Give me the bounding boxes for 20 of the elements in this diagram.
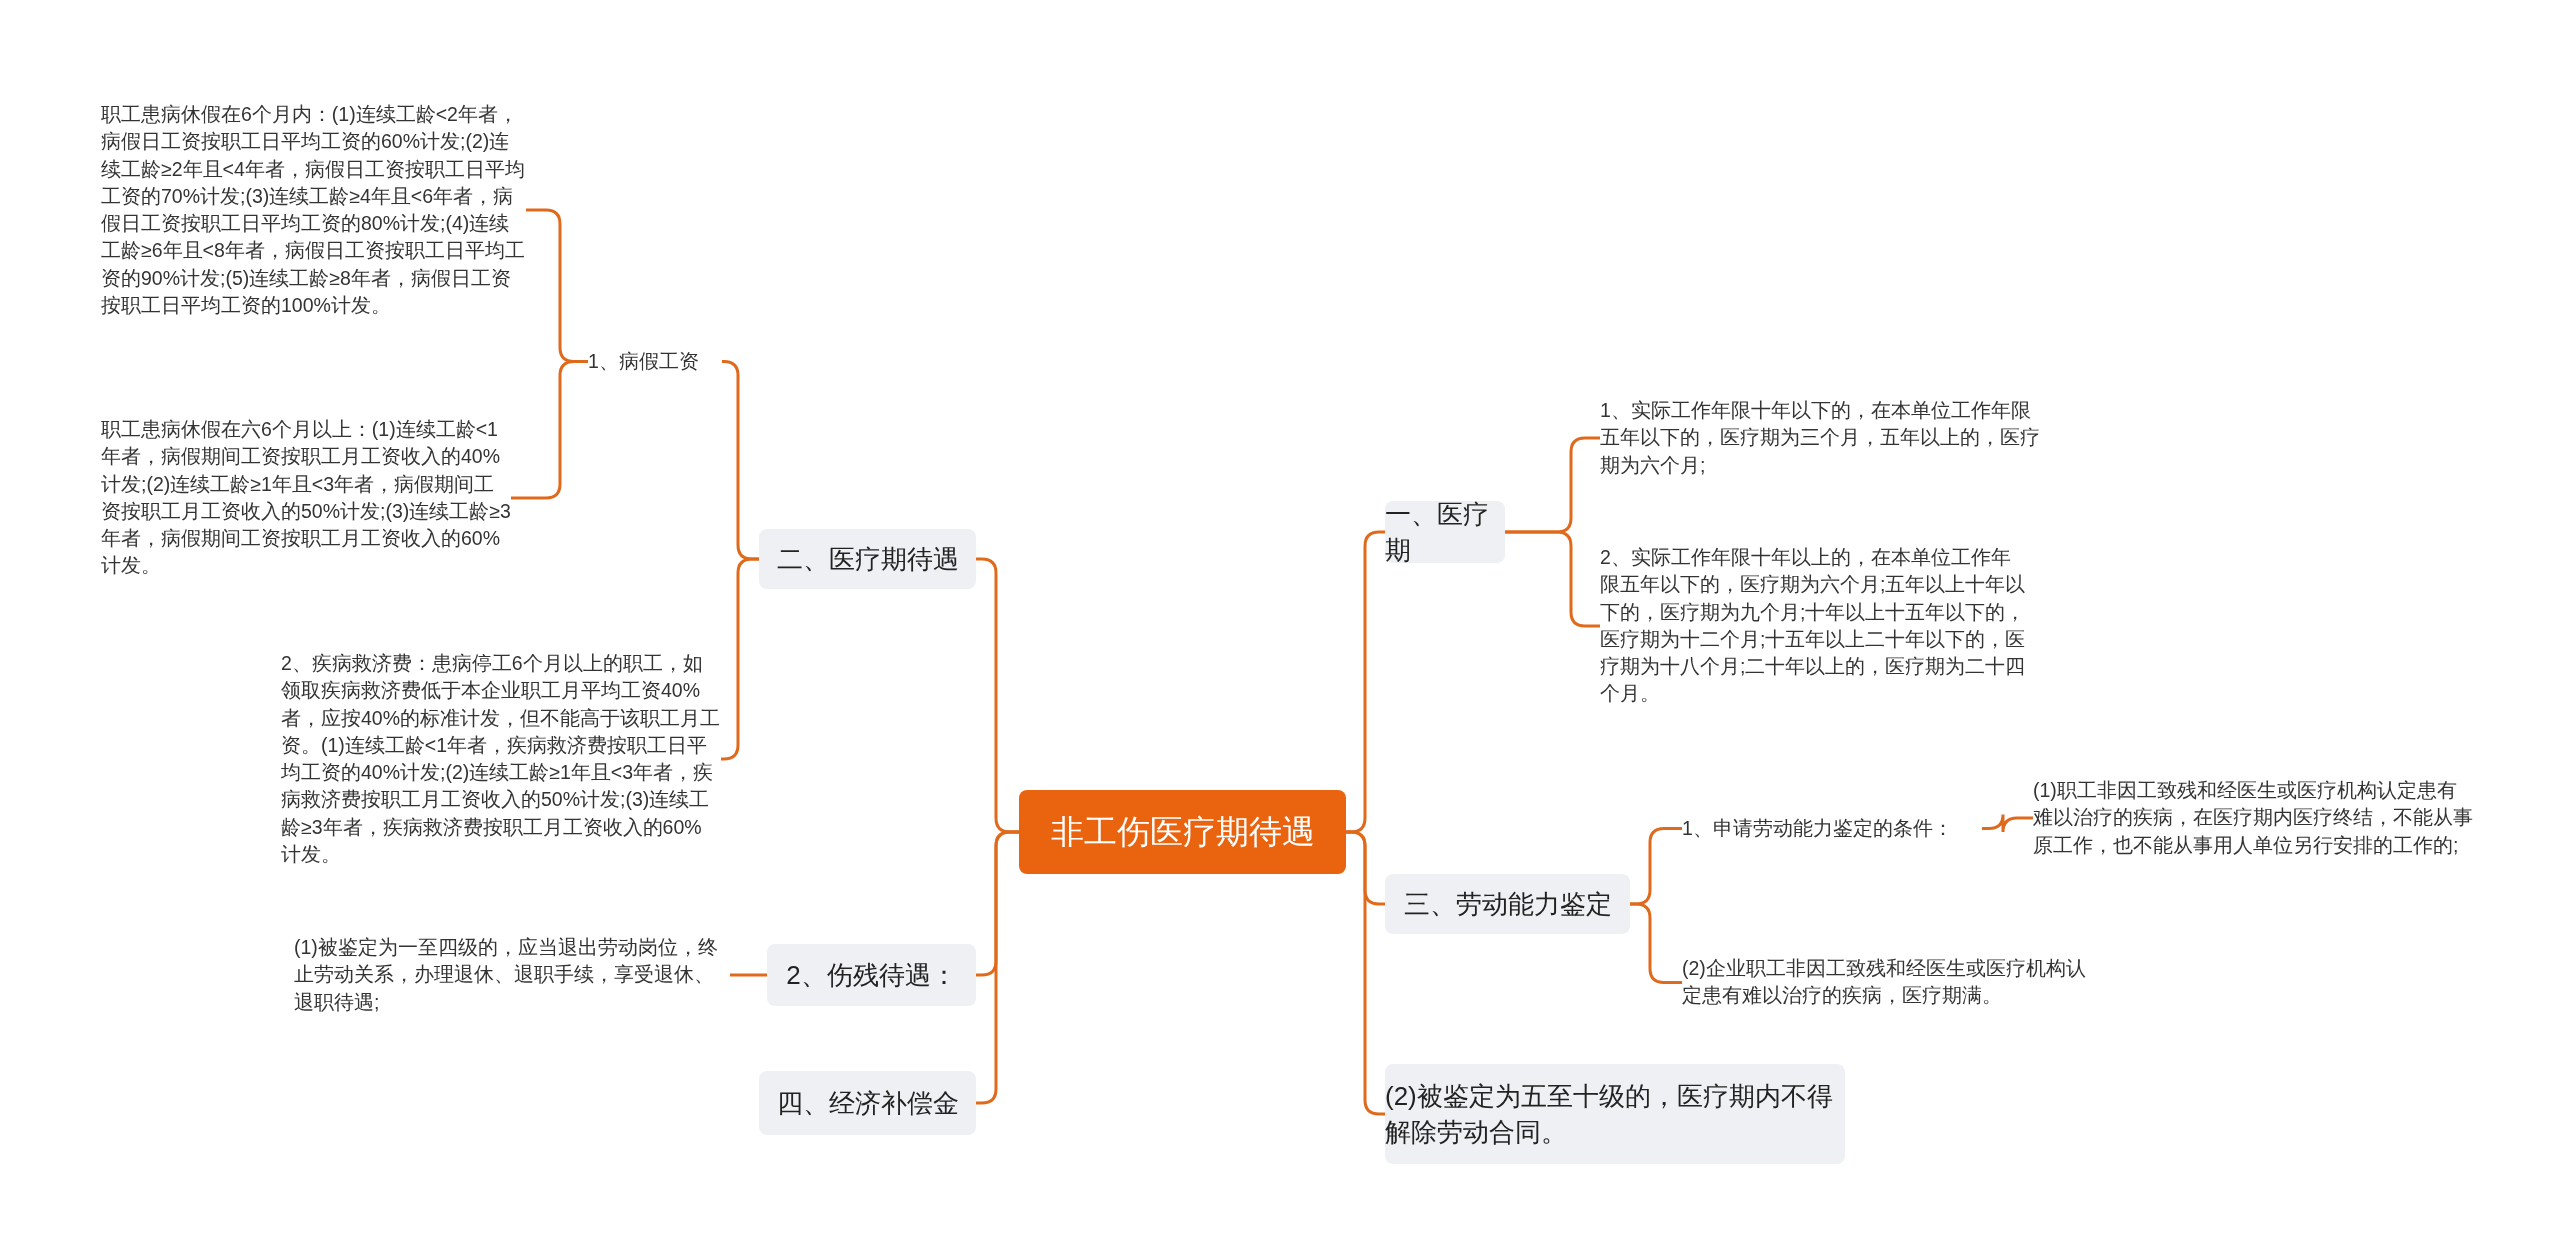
topic-text: (2)企业职工非因工致残和经医生或医疗机构认定患有难以治疗的疾病，医疗期满。 xyxy=(1682,955,2102,1010)
topic-text: (1)职工非因工致残和经医生或医疗机构认定患有难以治疗的疾病，在医疗期内医疗终结，不能从事原工作，也不能从事用人单位另行安排的工作的; xyxy=(2033,777,2473,859)
topic-box: 三、劳动能力鉴定 xyxy=(1385,874,1630,934)
connector-line xyxy=(730,973,767,977)
topic-text: 1、申请劳动能力鉴定的条件： xyxy=(1682,815,1982,843)
topic-text: (1)被鉴定为一至四级的，应当退出劳动岗位，终止劳动关系，办理退休、退职手续，享受退休、退职待遇; xyxy=(294,934,730,1016)
topic-box: 一、医疗期 xyxy=(1385,501,1505,563)
topic-box: 2、伤残待遇： xyxy=(767,944,976,1006)
topic-box: 四、经济补偿金 xyxy=(759,1071,976,1135)
central-topic: 非工伤医疗期待遇 xyxy=(1019,790,1346,874)
topic-box: 二、医疗期待遇 xyxy=(759,529,976,589)
connector-line xyxy=(511,360,588,500)
topic-text: 职工患病休假在6个月内：(1)连续工龄<2年者，病假日工资按职工日平均工资的60%计发;(2)连续工龄≥2年且<4年者，病假日工资按职工日平均工资的70%计发;(3)连续工龄≥4年且<6年者，病假日工资按职工日平均工资的80%计发;(4)连续工龄≥6年且<8年者，病假日工资按职工日平均工资的90%计发;(5)连续工龄≥8年者，病假日工资按职工日平均工资的100%计发。 xyxy=(101,101,526,320)
topic-text: 2、实际工作年限十年以上的，在本单位工作年限五年以下的，医疗期为六个月;五年以上十年以下的，医疗期为九个月;十年以上十五年以下的，医疗期为十二个月;十五年以上二十年以下的，医疗期为十八个月;二十年以上的，医疗期为二十四个月。 xyxy=(1600,544,2030,708)
connector-line xyxy=(1982,813,2033,834)
topic-text: 2、疾病救济费：患病停工6个月以上的职工，如领取疾病救济费低于本企业职工月平均工资40%者，应按40%的标准计发，但不能高于该职工月工资。(1)连续工龄<1年者，疾病救济费按职工日平均工资的40%计发;(2)连续工龄≥1年且<3年者，疾病救济费按职工月工资收入的50%计发;(3)连续工龄≥3年者，疾病救济费按职工月工资收入的60%计发。 xyxy=(281,650,721,869)
topic-box: (2)被鉴定为五至十级的，医疗期内不得解除劳动合同。 xyxy=(1385,1064,1845,1164)
topic-text: 1、病假工资 xyxy=(588,348,722,376)
topic-text: 1、实际工作年限十年以下的，在本单位工作年限五年以下的，医疗期为三个月，五年以上的，医疗期为六个月; xyxy=(1600,397,2040,479)
topic-text: 职工患病休假在六6个月以上：(1)连续工龄<1年者，病假期间工资按职工月工资收入的40%计发;(2)连续工龄≥1年且<3年者，病假期间工资按职工月工资收入的50%计发;(3)连续工龄≥3年者，病假期间工资按职工月工资收入的60%计发。 xyxy=(101,416,511,580)
